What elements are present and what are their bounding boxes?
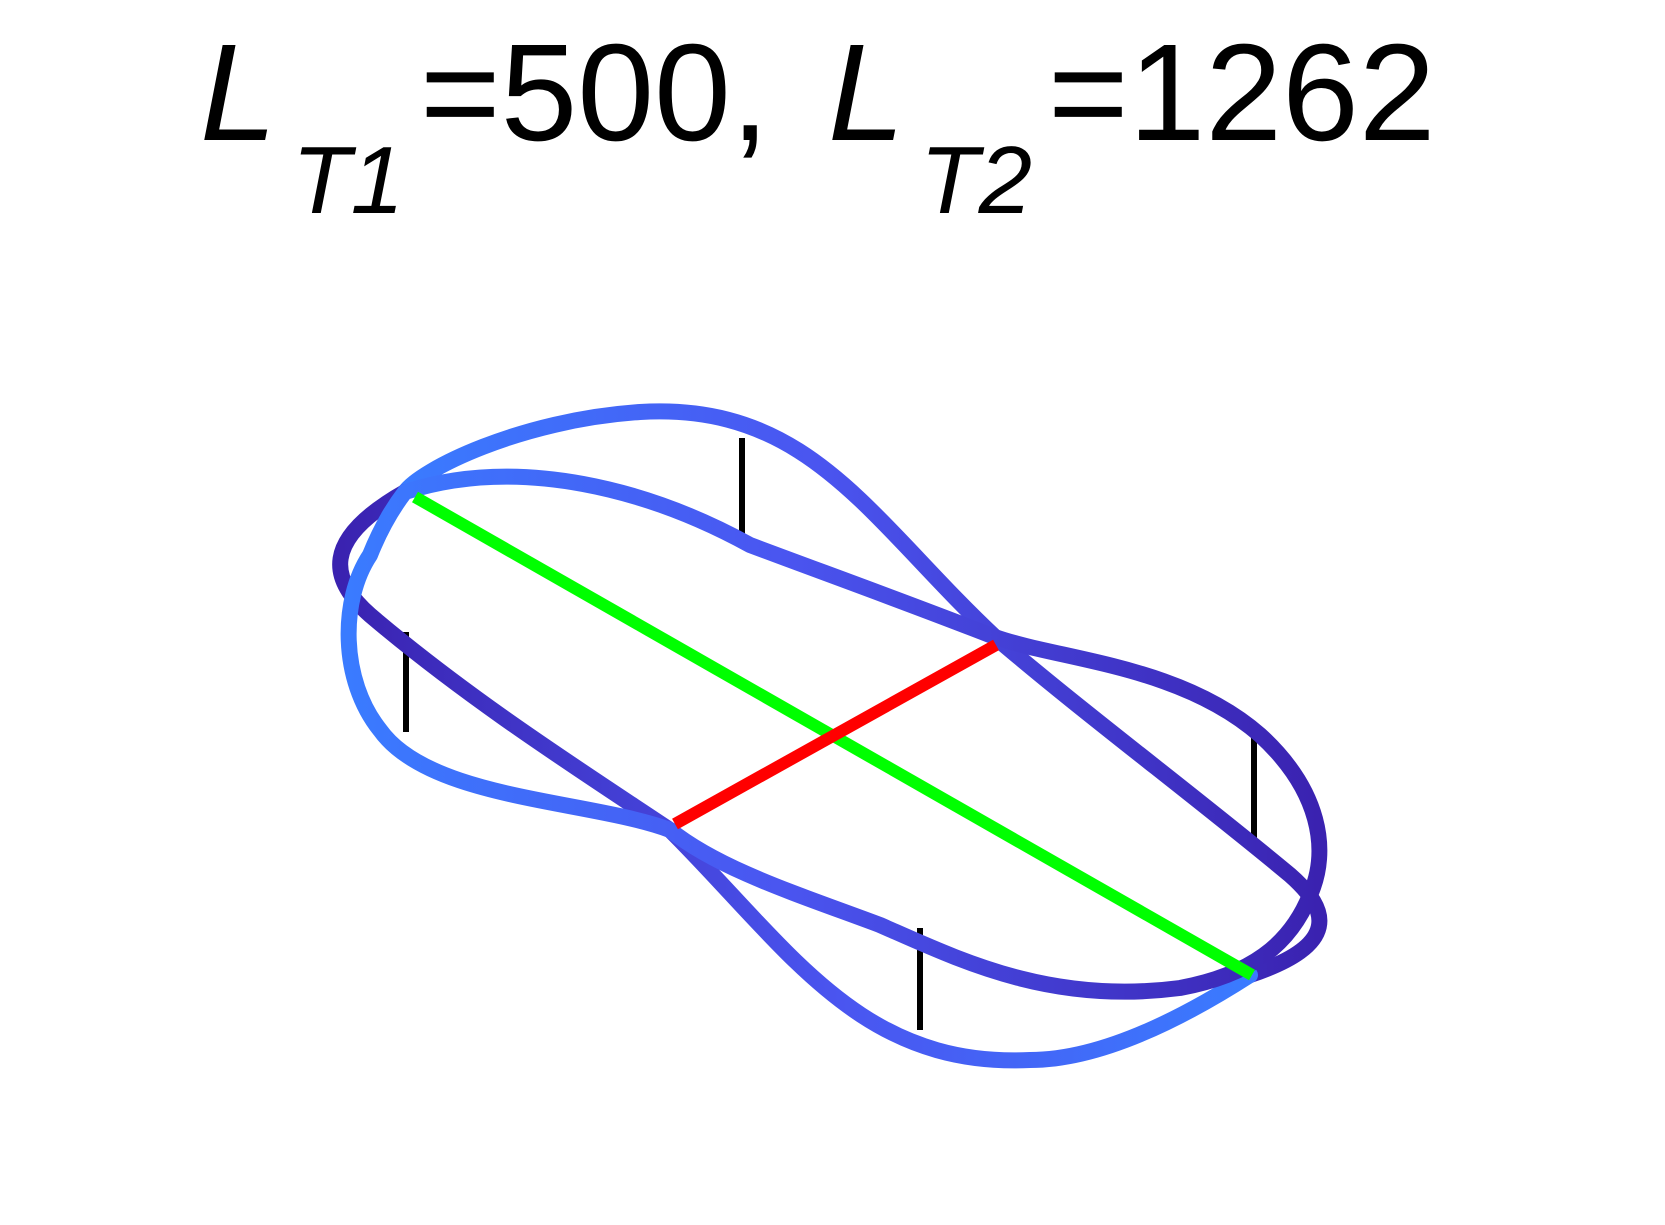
ribbon-inner-band xyxy=(340,468,1328,1000)
ribbon-upper-loop xyxy=(397,403,1328,983)
title-value-1: =500, xyxy=(420,16,769,170)
title-symbol-2: L xyxy=(828,16,905,170)
short-axis-red xyxy=(672,639,999,830)
title-value-2: =1262 xyxy=(1048,16,1436,170)
title-subscript-1: T1 xyxy=(292,127,404,234)
title-subscript-2: T2 xyxy=(920,127,1032,234)
ribbon-lower-loop xyxy=(332,484,1258,1069)
figure-title: L T1 =500, L T2 =1262 xyxy=(200,16,1436,234)
principal-axes xyxy=(412,491,1255,981)
title-symbol-1: L xyxy=(200,16,277,170)
